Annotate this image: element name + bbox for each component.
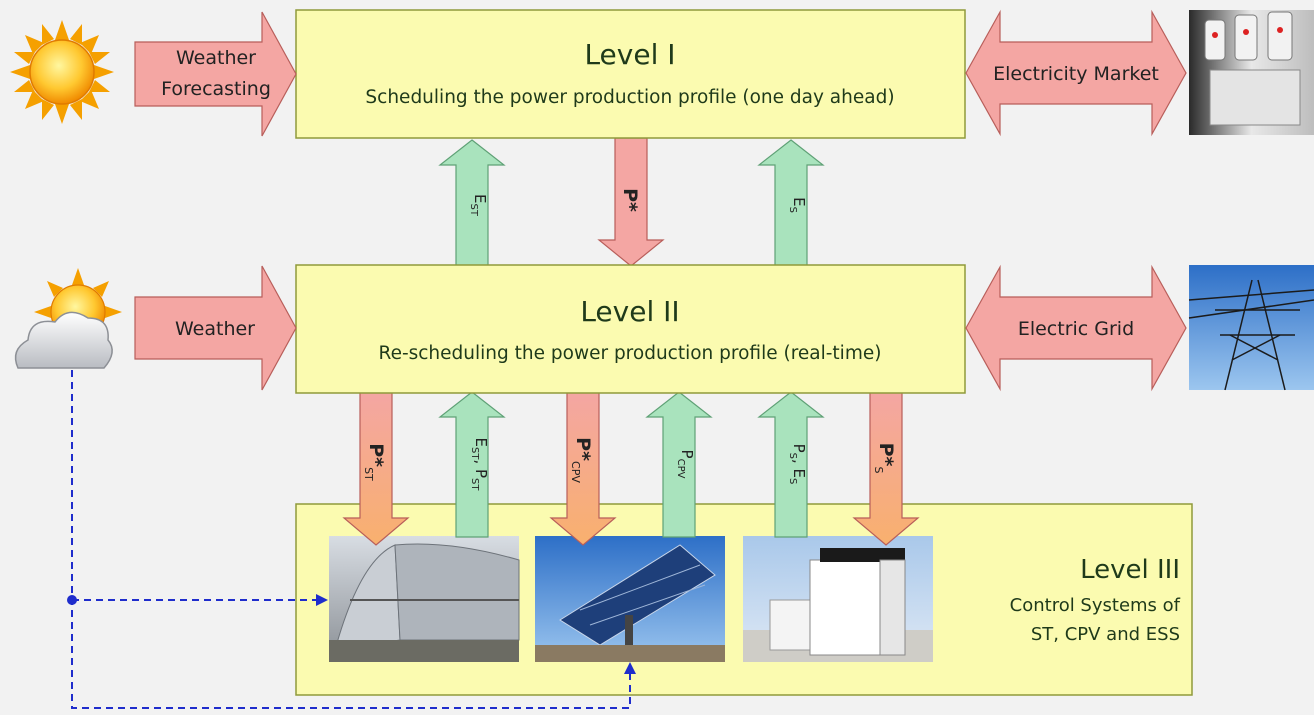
solar-thermal-photo (329, 536, 520, 662)
es-label: E (790, 197, 808, 206)
pstar-st-arrow-down: P*ST (342, 391, 410, 546)
pstar-label: P* (619, 188, 641, 212)
est-pst-arrow-up: EST, PST (438, 391, 506, 538)
est-pst-label: E (472, 437, 490, 446)
level2-title: Level II (580, 295, 679, 328)
svg-text:EST: EST (468, 194, 489, 217)
level2-box (295, 264, 966, 394)
pstar-arrow-down: P* (597, 137, 665, 267)
ps-es-arrow-up: PS, ES (757, 391, 825, 538)
weather-forecasting-arrow: Weather Forecasting (134, 11, 297, 137)
pstar-s-arrow-down: P*S (852, 391, 920, 546)
electric-grid-arrow: Electric Grid (965, 264, 1187, 392)
svg-text:P*ST: P*ST (362, 443, 387, 481)
ps-es-label: P (790, 444, 808, 453)
svg-text:P*CPV: P*CPV (569, 437, 594, 483)
cpv-tracker-photo (535, 536, 725, 662)
electricity-market-label: Electricity Market (993, 63, 1159, 85)
weather-feedback-dashed-lines (71, 370, 631, 709)
pcpv-label: P (678, 450, 696, 459)
est-label: E (471, 194, 489, 203)
arrowhead-to-cpv (624, 662, 636, 674)
svg-text:EST, PST: EST, PST (469, 437, 490, 491)
weather-forecasting-line2: Forecasting (161, 78, 271, 100)
power-tower-photo (1188, 265, 1314, 391)
pstar-cpv-label: P* (572, 437, 594, 461)
cloud-sun-icon (14, 268, 122, 369)
svg-text:P*S: P*S (872, 443, 897, 474)
electric-grid-label: Electric Grid (1018, 318, 1134, 340)
weather-arrow: Weather (134, 265, 297, 391)
level1-subtitle: Scheduling the power production profile … (365, 87, 894, 108)
level1-title: Level I (584, 38, 675, 71)
level1-box (295, 9, 966, 139)
svg-text:PS, ES: PS, ES (787, 444, 808, 485)
meters-photo (1189, 10, 1314, 135)
level3-title: Level III (1080, 555, 1180, 585)
storage-unit-photo (743, 536, 933, 662)
level3-line2: ST, CPV and ESS (1031, 624, 1180, 645)
arrowhead-to-st (316, 594, 328, 606)
electricity-market-arrow: Electricity Market (965, 9, 1187, 137)
weather-forecasting-line1: Weather (176, 47, 256, 69)
pstar-cpv-arrow-down: P*CPV (549, 391, 617, 546)
svg-text:ES: ES (787, 197, 808, 213)
weather-label: Weather (175, 318, 255, 340)
pstar-st-label: P* (365, 443, 387, 467)
sun-icon (10, 20, 114, 124)
est-arrow-up: EST (438, 139, 506, 267)
level2-subtitle: Re-scheduling the power production profi… (379, 343, 882, 364)
junction-dot (67, 595, 77, 605)
svg-text:PCPV: PCPV (675, 450, 696, 479)
level3-line1: Control Systems of (1010, 595, 1181, 616)
es-arrow-up: ES (757, 139, 825, 267)
pstar-s-label: P* (875, 443, 897, 467)
pcpv-arrow-up: PCPV (645, 391, 713, 538)
